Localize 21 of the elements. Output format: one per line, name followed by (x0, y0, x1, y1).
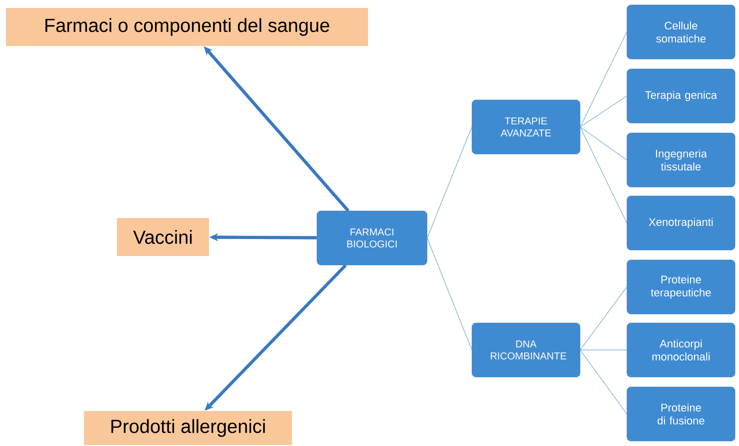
connector-line (426, 238, 472, 350)
subcategory-box: Ingegneria tissutale (626, 132, 736, 188)
category-box: Prodotti allergenici (84, 410, 292, 445)
subcategory-box: Proteine di fusione (626, 386, 736, 442)
subcategory-box: Terapia genica (626, 68, 736, 124)
category-box: Farmaci o componenti del sangue (6, 8, 368, 46)
subcategory-box: Proteine terapeutiche (626, 260, 736, 314)
connector-line (426, 126, 472, 238)
category-box: Vaccini (117, 218, 209, 256)
subcategory-box: Cellule somatiche (626, 4, 736, 60)
category-box: DNA RICOMBINANTE (472, 322, 580, 378)
connector-line (580, 96, 628, 128)
connector-line (580, 350, 628, 414)
category-box: TERAPIE AVANZATE (472, 100, 580, 154)
connector-line (580, 32, 628, 128)
connector-line (580, 126, 628, 160)
connector-line (580, 126, 628, 224)
subcategory-box: Anticorpi monoclonali (626, 322, 736, 378)
connector-line (580, 286, 628, 350)
subcategory-box: Xenotrapianti (626, 196, 736, 250)
category-box: FARMACI BIOLOGICI (316, 210, 428, 266)
